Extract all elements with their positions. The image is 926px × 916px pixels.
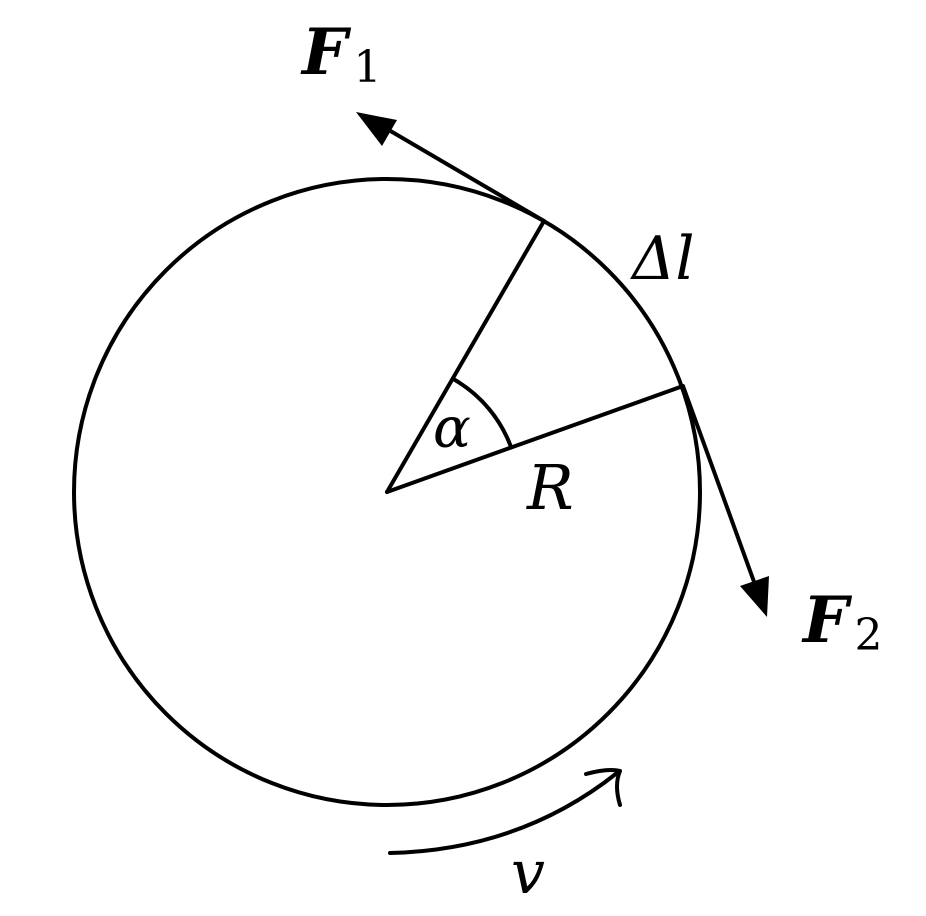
radius-label: R bbox=[526, 451, 574, 524]
angle-label: α bbox=[433, 396, 471, 461]
force1-line bbox=[380, 124, 546, 223]
force2-line bbox=[681, 384, 759, 592]
force2-arrowhead bbox=[740, 576, 769, 617]
force1-subscript: 1 bbox=[353, 42, 381, 93]
angle-arc bbox=[453, 378, 513, 449]
velocity-arrowhead bbox=[584, 768, 622, 807]
force2-subscript: 2 bbox=[854, 610, 882, 661]
pulley-circle bbox=[72, 177, 702, 807]
arc-length-label: Δl bbox=[630, 224, 695, 294]
velocity-arrow bbox=[388, 771, 619, 855]
radius-line-upper bbox=[385, 219, 546, 494]
force1-arrowhead bbox=[356, 112, 397, 146]
force1-symbol: F bbox=[300, 15, 352, 90]
force2-symbol: F bbox=[801, 583, 853, 658]
velocity-label: v bbox=[511, 838, 545, 908]
radius-line-lower bbox=[385, 384, 685, 494]
